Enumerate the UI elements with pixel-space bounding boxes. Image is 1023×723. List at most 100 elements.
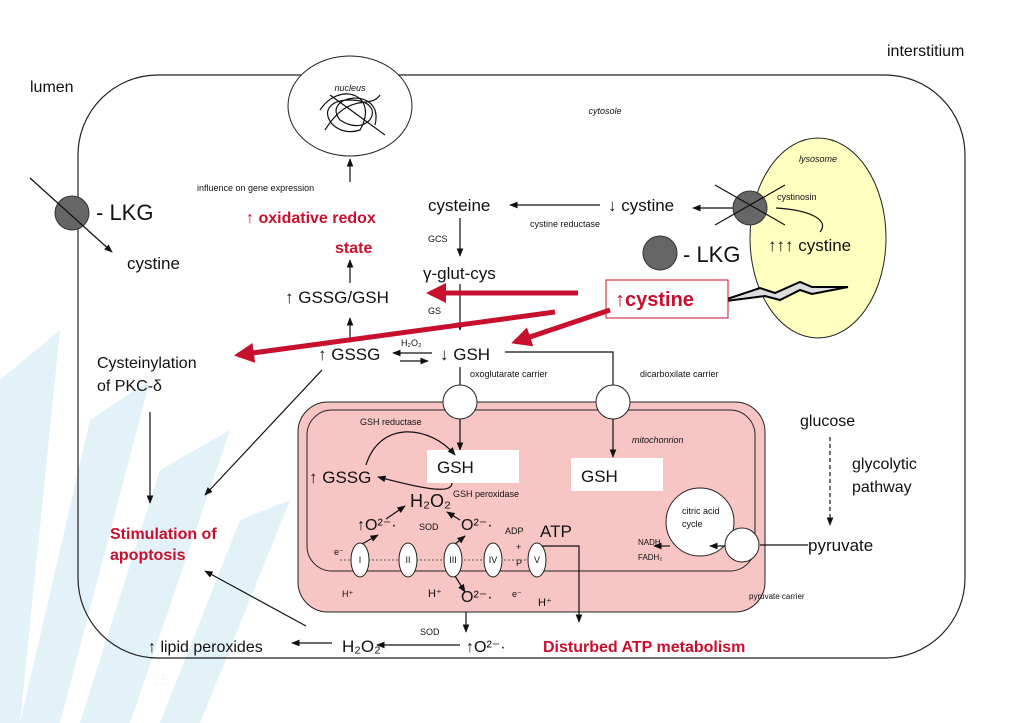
sod-mito-label: SOD [419,522,439,532]
atp-arrow [537,545,583,623]
lightning-icon [717,280,849,303]
cysteinylation-label-2: of PKC-δ [97,378,162,395]
arrow [454,575,466,593]
cytosole-label: cytosole [588,106,621,116]
pyruvate-carrier [724,527,760,563]
glucose-label: glucose [800,413,855,430]
gcs-label: GCS [428,234,448,244]
cystine-decreased: ↓ cystine [608,196,674,215]
disturbed-atp-label: Disturbed ATP metabolism [543,639,745,656]
oxidative-redox-label: ↑ oxidative redox [246,210,376,227]
cystinosin-label: cystinosin [777,192,817,202]
apoptosis-label-2: apoptosis [110,547,186,564]
nucleus-label: nucleus [334,83,366,93]
complex-ii: II [398,542,418,578]
dicarboxilate-carrier [595,384,631,420]
svg-text:IV: IV [489,555,498,565]
svg-text:V: V [534,555,540,565]
electron-right: e⁻ [512,589,522,599]
gsh-peroxidase-arrow [377,475,453,490]
gsh-cytosol: ↓ GSH [440,345,490,364]
arrow [454,535,466,545]
adp-label: ADP [505,526,524,536]
atp-label: ATP [540,522,572,541]
gssg-cytosol: ↑ GSSG [318,345,380,364]
gsh-reductase-label: GSH reductase [360,417,422,427]
superoxide-3: O²⁻· [461,589,493,606]
complex-v: V [527,542,547,578]
chromatin [319,93,386,136]
pyruvate-label: pyruvate [808,536,873,555]
lkg-right-label: - LKG [683,242,740,267]
proton-3: H⁺ [538,597,552,609]
gs-label: GS [428,306,441,316]
cell-membrane [77,74,966,659]
p-label: P [516,558,522,568]
oxoglutarate-carrier [442,384,478,420]
gsh-mito-2: GSH [581,467,618,486]
citric-label: citric acid [682,506,720,516]
cystine-increase-label: ↑cystine [615,289,694,311]
arrow [385,505,406,520]
proton-2: H⁺ [428,588,442,600]
cystinosin-transporter-blocked [732,190,768,226]
lumen-label: lumen [30,79,74,96]
oxidative-redox-label-2: state [335,240,372,257]
superoxide-up: ↑O²⁻· [357,517,397,534]
superoxide-2: O²⁻· [461,517,493,534]
interstitium-label: interstitium [887,43,964,60]
arrow [29,177,113,253]
nadh-label: NADH [638,538,661,547]
cystinosin-pointer [775,207,823,233]
oxoglutarate-carrier-label: oxoglutarate carrier [470,369,548,379]
complex-iv: IV [483,542,503,578]
gsh-box [427,450,519,483]
mitochondrion-label: mitochonrion [632,435,684,445]
lumen-transporter [54,195,90,231]
lipid-peroxides: ↑ lipid peroxides [148,639,263,656]
pyruvate-carrier-label: pyruvate carrier [749,592,805,601]
cysteine-label: cysteine [428,196,490,215]
citric-acid-cycle [665,487,735,557]
apoptosis-label: Stimulation of [110,526,217,543]
complex-iii: III [443,542,463,578]
gsh-reductase-arrow [365,431,456,466]
superoxide-bottom: ↑O²⁻· [466,639,506,656]
arrow [446,511,461,521]
h2o2-mito: H₂O₂ [410,491,451,511]
red-arrow-to-gsh [511,307,611,347]
gsh-box [571,458,663,491]
influence-label: influence on gene expression [197,183,314,193]
blocked-cross-icon [714,184,786,226]
fadh2-label: FADH₂ [638,553,662,562]
lkg-left-label: - LKG [96,200,153,225]
h2o2-bottom: H₂O₂ [342,637,381,656]
gssg-gsh-ratio: ↑ GSSG/GSH [285,288,389,307]
gsh-peroxidase-label: GSH peroxidase [453,489,519,499]
cystine-lumen-label: cystine [127,254,180,273]
plus-label: + [516,542,521,552]
background-stripes [0,330,290,723]
arrow [204,570,307,627]
arrow [361,534,379,545]
connector [505,351,614,385]
cysteinylation-label: Cysteinylation [97,355,197,372]
svg-text:III: III [449,555,457,565]
proton-1: H⁺ [342,589,353,599]
page-number: 15 [152,672,170,689]
h2o2-small-label: H₂O₂ [401,338,422,348]
glutcys-label: γ-glut-cys [423,264,496,283]
svg-text:I: I [359,555,362,565]
red-arrow-to-cysteinylation [234,309,556,363]
svg-text:II: II [405,555,410,565]
electron-left: e⁻ [334,547,344,557]
glycolytic-label-2: pathway [852,479,912,496]
gssg-mito: ↑ GSSG [309,468,371,487]
gsh-mito-1: GSH [437,458,474,477]
citric-label-2: cycle [682,519,703,529]
lysosomal-cystine: ↑↑↑ cystine [768,236,851,255]
arrow [204,369,323,496]
cystine-reductase-label: cystine reductase [530,219,600,229]
lysosome-label: lysosome [799,154,837,164]
